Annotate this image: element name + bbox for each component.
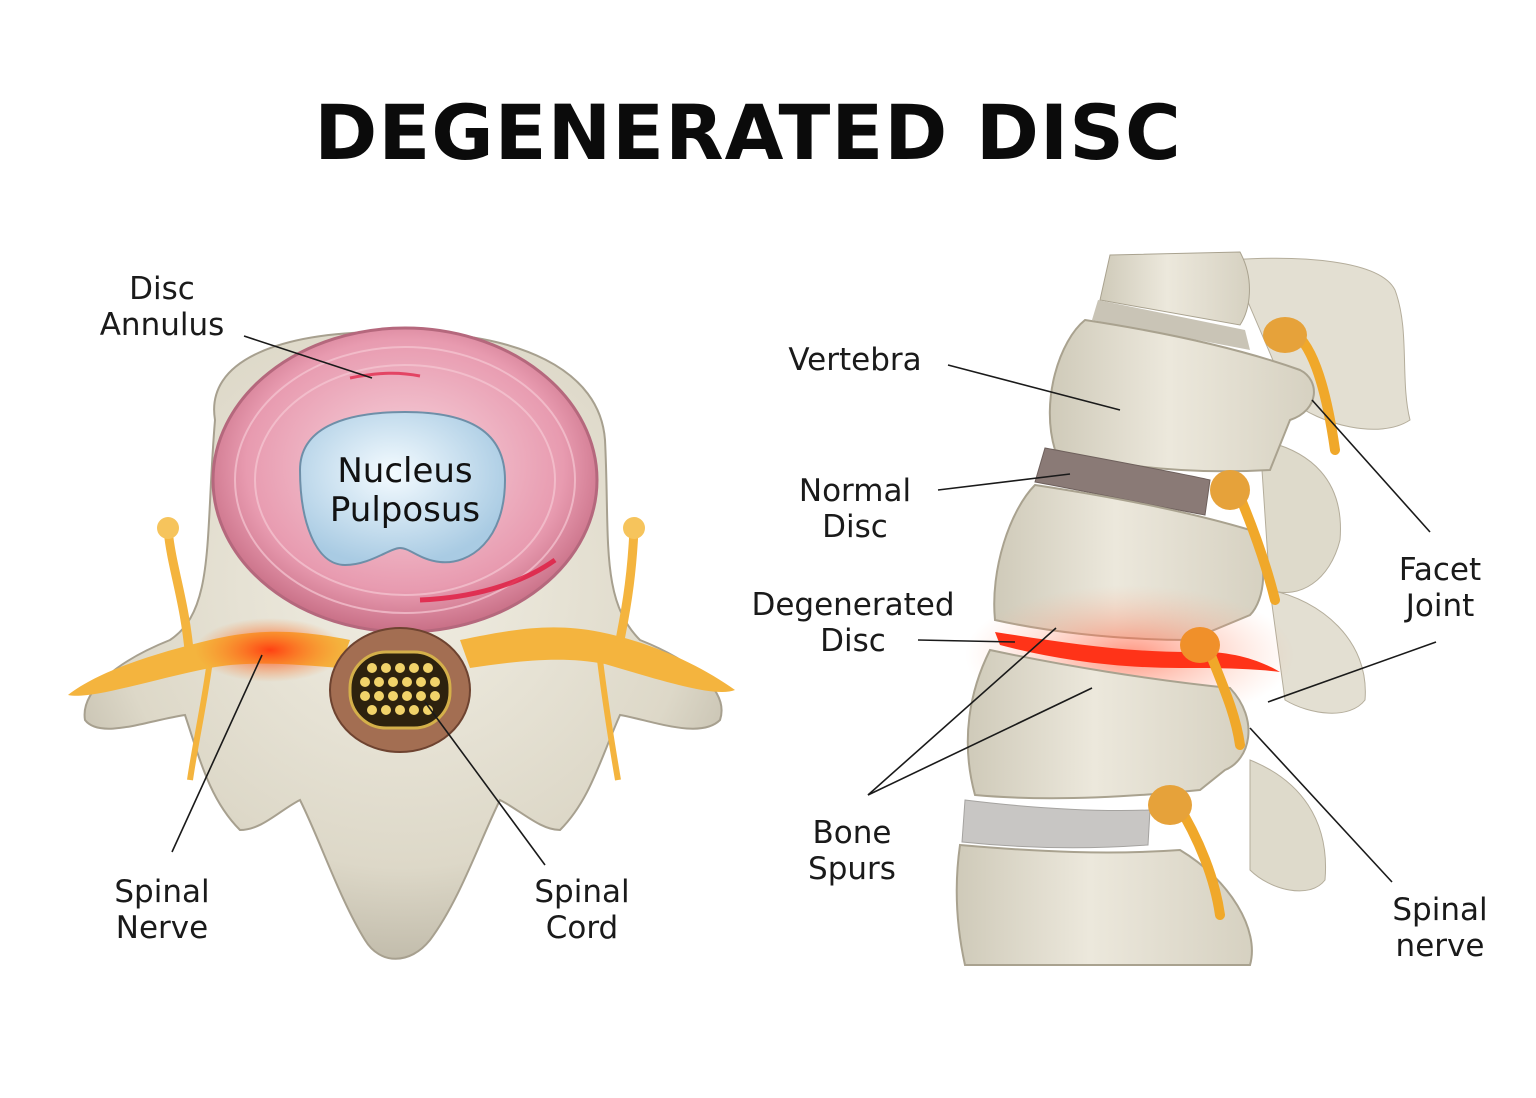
label-spinal-nerve-right: Spinal nerve [1392, 892, 1488, 964]
label-nucleus-pulposus: Nucleus Pulposus [329, 451, 481, 530]
inflammation-glow-left [195, 618, 345, 682]
label-facet-joint: Facet Joint [1398, 552, 1482, 624]
vertebra-top [1099, 251, 1250, 326]
label-normal-disc: Normal Disc [798, 473, 912, 545]
left-leader-lines [171, 335, 546, 866]
spinal-cord-fibers [360, 663, 440, 715]
nucleus-pulposus-shape [298, 410, 507, 567]
spinal-nerve-right [460, 627, 735, 692]
page-title: DEGENERATED DISC [314, 88, 1182, 177]
normal-disc-shape [1034, 447, 1211, 516]
label-degenerated-disc: Degenerated Disc [751, 587, 955, 659]
label-bone-spurs: Bone Spurs [808, 815, 896, 887]
lateral-spine-illustration [867, 251, 1437, 966]
label-spinal-nerve-left: Spinal Nerve [114, 874, 210, 946]
vertebra-bottom [955, 843, 1253, 966]
vertebra-upper [1048, 318, 1315, 473]
label-vertebra: Vertebra [788, 342, 922, 378]
right-leader-lines [867, 364, 1437, 883]
label-spinal-cord: Spinal Cord [534, 874, 630, 946]
label-disc-annulus: Disc Annulus [99, 271, 225, 343]
axial-vertebra-illustration [68, 326, 735, 960]
vertebra-lower [966, 648, 1250, 800]
